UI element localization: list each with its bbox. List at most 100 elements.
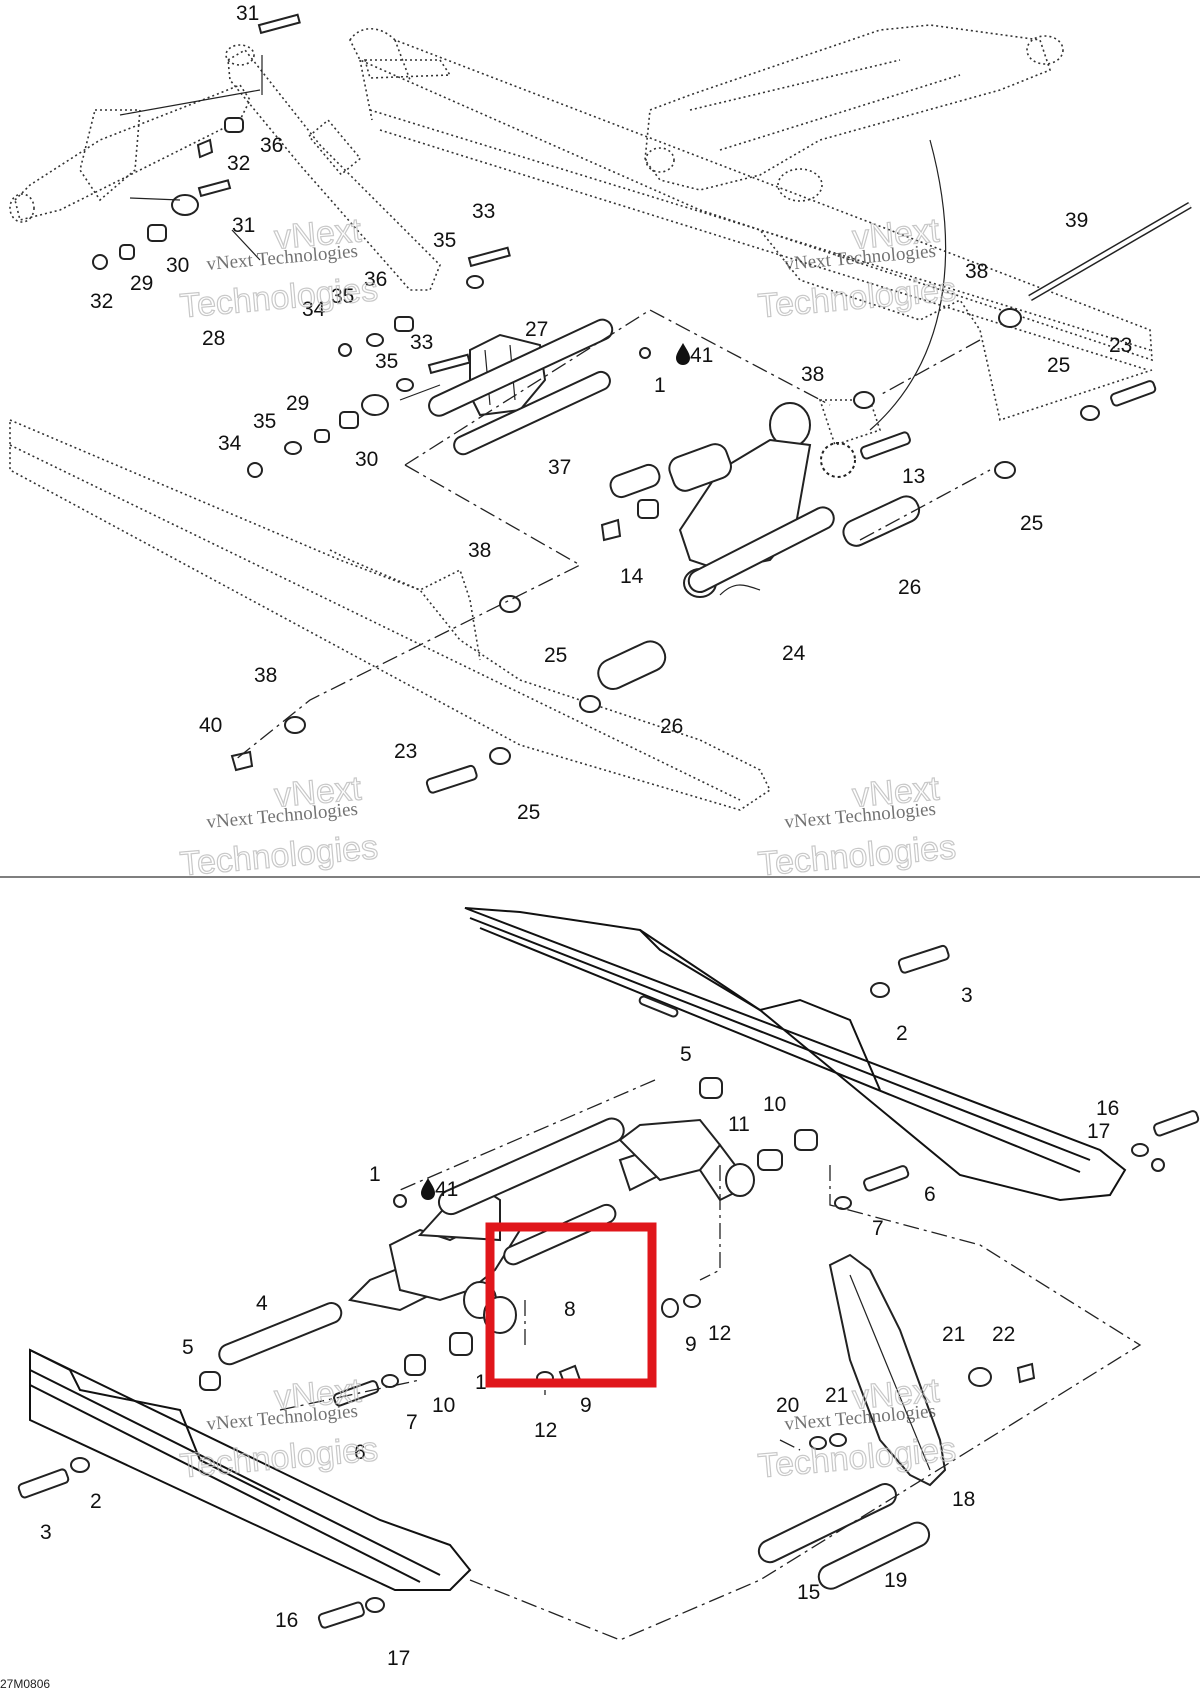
callout-35: 35 bbox=[433, 229, 456, 252]
callout-40: 40 bbox=[199, 714, 222, 737]
shaft-24 bbox=[230, 431, 921, 794]
callout-24: 24 bbox=[782, 642, 806, 665]
callout-32: 32 bbox=[227, 152, 250, 175]
callout-20: 20 bbox=[776, 1394, 799, 1417]
shaft-39 bbox=[853, 201, 1192, 479]
diagram-code: 27M0806 bbox=[0, 1677, 50, 1691]
callout-12: 12 bbox=[534, 1419, 557, 1442]
callout-36: 36 bbox=[364, 268, 387, 291]
callout-33: 33 bbox=[472, 200, 495, 223]
tube-15 bbox=[757, 1483, 897, 1564]
callout-3: 3 bbox=[40, 1521, 52, 1544]
top-hardware bbox=[92, 13, 651, 478]
svg-text:Technologies: Technologies bbox=[178, 1430, 379, 1485]
svg-text:vNext: vNext bbox=[273, 1371, 363, 1416]
svg-text:vNext: vNext bbox=[851, 211, 941, 256]
tube-37 bbox=[428, 318, 614, 456]
rail-upper-right bbox=[464, 907, 1127, 1202]
svg-text:Technologies: Technologies bbox=[756, 828, 957, 883]
callout-21: 21 bbox=[825, 1384, 848, 1407]
callout-30: 30 bbox=[355, 448, 378, 471]
callout-6: 6 bbox=[924, 1183, 936, 1206]
callout-21: 21 bbox=[942, 1323, 965, 1346]
callout-9: 9 bbox=[580, 1394, 592, 1417]
callout-29: 29 bbox=[286, 392, 309, 415]
callout-35: 35 bbox=[375, 350, 398, 373]
callout-11: 11 bbox=[728, 1113, 750, 1136]
callout-5: 5 bbox=[680, 1043, 692, 1066]
callout-35: 35 bbox=[331, 285, 354, 308]
shaft-4 bbox=[218, 1302, 343, 1366]
svg-text:Technologies: Technologies bbox=[178, 828, 379, 883]
callout-29: 29 bbox=[130, 272, 153, 295]
callout-26: 26 bbox=[898, 576, 921, 599]
callout-31: 31 bbox=[232, 214, 255, 237]
top-assembly bbox=[9, 13, 1192, 811]
callout-38: 38 bbox=[801, 363, 824, 386]
callout-7: 7 bbox=[406, 1411, 418, 1434]
oil-drop-icon bbox=[676, 343, 690, 365]
callout-34: 34 bbox=[302, 298, 326, 321]
callout-22: 22 bbox=[992, 1323, 1015, 1346]
callout-41: 41 bbox=[690, 344, 713, 367]
callout-28: 28 bbox=[202, 327, 225, 350]
rail-lower-left bbox=[29, 1348, 472, 1591]
callout-17: 17 bbox=[1087, 1120, 1110, 1143]
rear-arm-upper bbox=[644, 24, 1051, 191]
rail-frame-upper bbox=[349, 27, 1153, 362]
callout-27: 27 bbox=[525, 318, 548, 341]
oil-drop-icon bbox=[421, 1178, 435, 1200]
callout-labels: 31 36 32 31 30 29 32 28 35 33 36 35 34 3… bbox=[40, 2, 1132, 1670]
highlight-box-part-8 bbox=[485, 1222, 657, 1388]
callout-18: 18 bbox=[952, 1488, 975, 1511]
callout-37: 37 bbox=[548, 456, 571, 479]
front-arm-upper bbox=[14, 84, 251, 221]
callout-41: 41 bbox=[435, 1178, 458, 1201]
callout-10: 10 bbox=[432, 1394, 455, 1417]
watermark: vNext vNext Technologies Technologies bbox=[178, 769, 380, 884]
bottom-assembly bbox=[17, 907, 1200, 1641]
rod-end-lower bbox=[361, 394, 389, 416]
rail-frame-lower bbox=[9, 418, 772, 811]
callout-4: 4 bbox=[256, 1292, 268, 1315]
callout-7: 7 bbox=[872, 1217, 884, 1240]
rear-arm-18 bbox=[828, 1253, 947, 1487]
callout-3: 3 bbox=[961, 984, 973, 1007]
svg-text:vNext: vNext bbox=[273, 211, 363, 256]
callout-30: 30 bbox=[166, 254, 189, 277]
callout-19: 19 bbox=[884, 1569, 907, 1592]
callout-6: 6 bbox=[354, 1441, 366, 1464]
svg-text:Technologies: Technologies bbox=[178, 270, 379, 325]
callout-16: 16 bbox=[1096, 1097, 1119, 1120]
callout-14: 14 bbox=[620, 565, 644, 588]
callout-23: 23 bbox=[1109, 334, 1132, 357]
watermark: vNext vNext Technologies Technologies bbox=[756, 1371, 958, 1486]
callout-16: 16 bbox=[275, 1609, 298, 1632]
rod-end-upper bbox=[171, 194, 199, 216]
callout-23: 23 bbox=[394, 740, 417, 763]
callout-38: 38 bbox=[965, 260, 988, 283]
callout-15: 15 bbox=[797, 1581, 820, 1604]
tube-19 bbox=[817, 1521, 931, 1590]
callout-39: 39 bbox=[1065, 209, 1088, 232]
front-arm bbox=[347, 1117, 755, 1334]
callout-9: 9 bbox=[685, 1333, 697, 1356]
svg-text:vNext: vNext bbox=[851, 1371, 941, 1416]
callout-35: 35 bbox=[253, 410, 276, 433]
callout-25: 25 bbox=[1020, 512, 1043, 535]
bottom-hardware bbox=[17, 944, 1200, 1629]
svg-text:vNext: vNext bbox=[273, 769, 363, 814]
callout-38: 38 bbox=[468, 539, 491, 562]
callout-31: 31 bbox=[236, 2, 259, 25]
callout-17: 17 bbox=[387, 1647, 410, 1670]
callout-32: 32 bbox=[90, 290, 113, 313]
callout-2: 2 bbox=[90, 1490, 102, 1513]
callout-10: 10 bbox=[763, 1093, 786, 1116]
callout-8: 8 bbox=[564, 1298, 576, 1321]
callout-1: 1 bbox=[475, 1371, 487, 1394]
callout-1: 1 bbox=[369, 1163, 381, 1186]
watermark: vNext vNext Technologies Technologies bbox=[756, 769, 958, 884]
callout-34: 34 bbox=[218, 432, 242, 455]
callout-13: 13 bbox=[902, 465, 925, 488]
